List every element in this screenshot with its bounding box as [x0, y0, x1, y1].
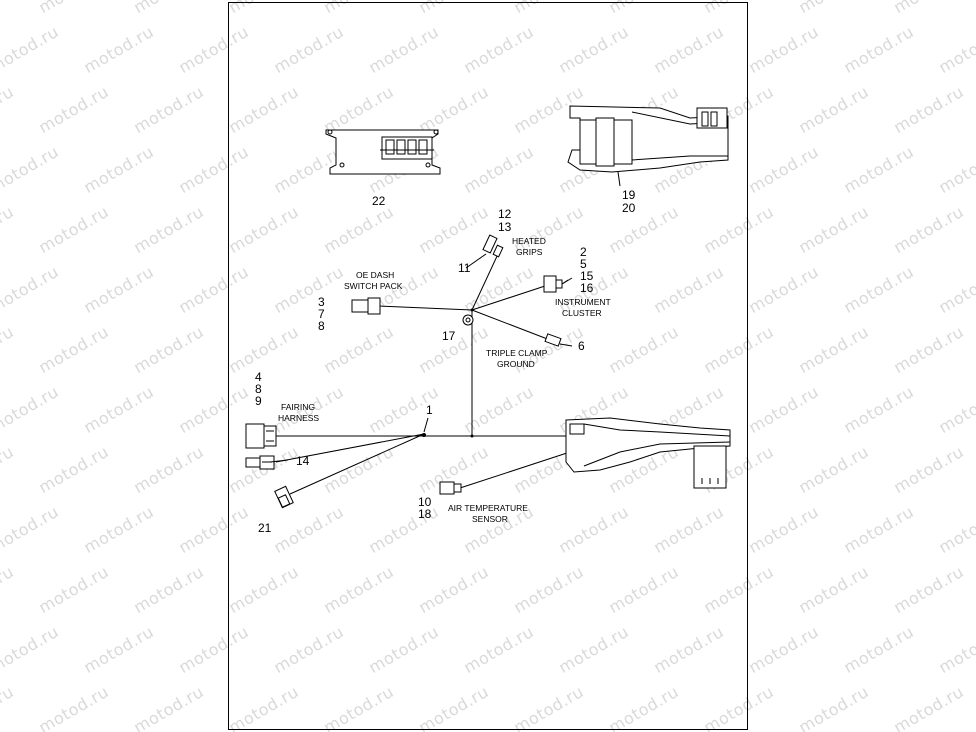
label-heated-grips-1: HEATED — [512, 236, 546, 246]
leader-lines — [269, 253, 573, 463]
label-heated-grips-2: GRIPS — [516, 247, 543, 257]
label-air-temp-1: AIR TEMPERATURE — [448, 503, 528, 513]
part-labels: HEATED GRIPS OE DASH SWITCH PACK INSTRUM… — [278, 236, 611, 524]
label-fairing-1: FAIRING — [281, 402, 315, 412]
label-fairing-2: HARNESS — [278, 413, 319, 423]
callout-3: 3 — [318, 295, 325, 309]
fairing-harness-connector — [245, 423, 277, 449]
callout-15: 15 — [580, 269, 594, 283]
wiring-harness — [275, 253, 571, 495]
oe-dash-connector — [351, 297, 381, 315]
label-instrument-2: CLUSTER — [562, 308, 602, 318]
label-oe-dash-2: SWITCH PACK — [344, 281, 403, 291]
callout-2: 2 — [580, 245, 587, 259]
air-temperature-sensor — [439, 481, 462, 495]
heated-grips-connector — [482, 234, 504, 258]
callout-10: 10 — [418, 495, 432, 509]
callout-14: 14 — [296, 454, 310, 468]
switch-module-bracket — [325, 129, 441, 175]
callout-20: 20 — [622, 201, 636, 215]
callout-9: 9 — [255, 394, 262, 408]
label-triple-clamp-2: GROUND — [497, 359, 535, 369]
label-air-temp-2: SENSOR — [472, 514, 508, 524]
callout-13: 13 — [498, 220, 512, 234]
angled-connector — [274, 485, 294, 509]
callout-8b: 8 — [255, 382, 262, 396]
control-housing — [567, 105, 729, 187]
label-oe-dash-1: OE DASH — [356, 270, 394, 280]
callout-22: 22 — [372, 194, 386, 208]
callout-1: 1 — [426, 403, 433, 417]
instrument-cluster-connector — [543, 275, 573, 293]
callout-7: 7 — [318, 307, 325, 321]
callout-18: 18 — [418, 507, 432, 521]
triple-clamp-ground — [462, 314, 562, 347]
callout-8: 8 — [318, 319, 325, 333]
callout-numbers: 22 19 20 12 13 11 2 5 15 16 3 7 8 17 6 4… — [255, 188, 636, 535]
callout-11: 11 — [458, 261, 471, 275]
plug-connector — [245, 455, 275, 470]
diagram-sheet — [228, 2, 748, 730]
callout-21: 21 — [258, 521, 272, 535]
callout-19: 19 — [622, 188, 636, 202]
fairing-harness-body — [565, 417, 731, 489]
callout-16: 16 — [580, 281, 594, 295]
callout-12: 12 — [498, 207, 512, 221]
callout-17: 17 — [442, 329, 456, 343]
callout-5: 5 — [580, 257, 587, 271]
callout-4: 4 — [255, 370, 262, 384]
label-triple-clamp-1: TRIPLE CLAMP — [486, 348, 548, 358]
label-instrument-1: INSTRUMENT — [555, 297, 611, 307]
callout-6: 6 — [578, 339, 585, 353]
